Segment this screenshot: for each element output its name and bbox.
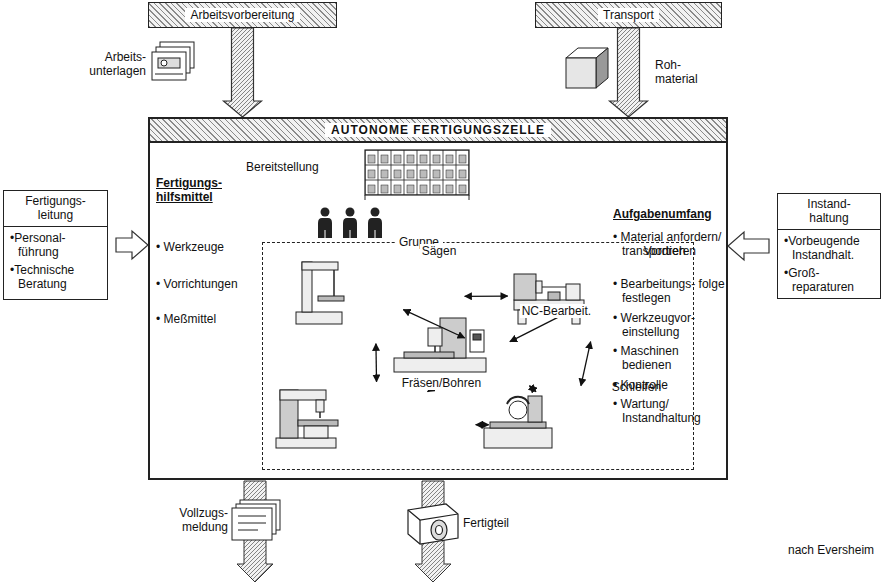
material-flow-arrow [530,386,536,392]
machine-station: Sägen [288,252,463,342]
material-flow-arrow [465,295,508,296]
list-item: • Bearbeitungs- folge festlegen [613,277,728,305]
annotation: Vollzugs- meldung [160,506,228,534]
flow-arrow [728,232,769,260]
finished-part-icon [408,504,458,544]
list-item: • Meßmittel [156,312,265,326]
bullet-item: •Vorbeugende Instandhalt. [778,230,880,262]
header-band: AUTONOME FERTIGUNGSZELLE [150,119,726,143]
flow-arrow [610,28,648,117]
department-box: Arbeitsvorbereitung [148,2,337,28]
department-box: Instand- haltung•Vorbeugende Instandhalt… [777,193,881,299]
list-heading: Aufgabenumfang [613,207,725,221]
document-icon [152,42,194,80]
bullet-item: •Personal- führung [4,227,107,259]
milling-drilling-machine-icon [276,390,338,448]
material-flow-arrow [375,344,377,382]
box-heading: Instand- haltung [778,194,880,230]
annotation: Roh- material [655,58,715,86]
department-box: Fertigungs- leitung•Personal- führung•Te… [3,190,108,300]
list-item: • Wartung/ Instandhaltung [613,397,732,425]
storage-shelf-icon [365,150,469,200]
bullet-item: •Technische Beratung [4,259,107,291]
machine-label: NC-Bearbeit. [520,304,593,318]
machine-label: Sägen [420,244,459,258]
material-flow-arrow [403,310,464,338]
machine-station: Fräsen/Bohren [268,384,487,464]
material-flow-arrow [581,342,591,386]
annotation: Fertigteil [463,516,533,530]
list-item: • Vorrichtungen [156,277,269,291]
flow-arrow [116,231,148,259]
material-block-icon [566,48,608,88]
grinding-machine-icon [484,396,552,448]
box-title: Arbeitsvorbereitung [185,8,299,22]
saw-machine-icon [296,262,344,324]
bullet-item: •Groß- reparaturen [778,262,880,294]
list-heading: Fertigungs- hilfsmittel [156,176,242,204]
box-title: Transport [598,8,659,22]
annotation: nach Eversheim [788,543,882,557]
flow-arrow [224,28,262,117]
list-item: • Werkzeugvor- einstellung [613,311,728,339]
report-document-icon [232,500,280,540]
machine-label: Fräsen/Bohren [400,376,483,390]
department-box: Transport [535,2,722,28]
list-item: • Material anfordern/ transportieren [613,230,722,258]
list-item: • Maschinen bedienen [613,344,722,372]
annotation: Bereitstellung [246,160,346,174]
list-item: • Werkzeuge [156,240,265,254]
annotation: Arbeits- unterlagen [80,50,146,78]
box-heading: Fertigungs- leitung [4,191,107,227]
list-item: • Kontrolle [613,378,722,392]
cell-title: AUTONOME FERTIGUNGSZELLE [325,123,551,137]
material-flow-arrow [476,424,489,425]
people-icon [318,208,382,239]
